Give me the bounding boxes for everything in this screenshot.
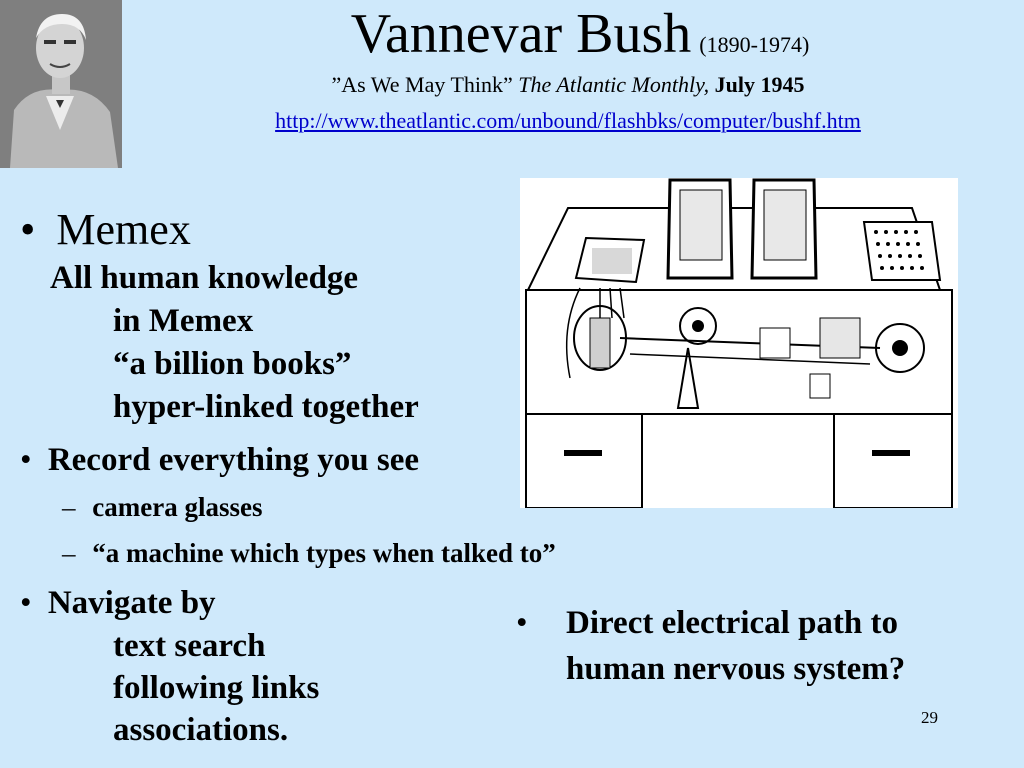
bullet-dot: • xyxy=(20,205,36,254)
article-link[interactable]: http://www.theatlantic.com/unbound/flash… xyxy=(275,108,861,133)
record-label: Record everything you see xyxy=(47,442,419,478)
memex-line-4: hyper-linked together xyxy=(113,389,419,425)
memex-desk-illustration xyxy=(520,178,958,509)
memex-line-2: in Memex xyxy=(113,303,254,339)
article-quote: ”As We May Think” xyxy=(331,72,513,97)
article-citation: ”As We May Think” The Atlantic Monthly, … xyxy=(160,70,976,100)
navigate-line-2: following links xyxy=(113,670,320,706)
vannevar-bush-portrait xyxy=(0,0,122,168)
navigate-line-3: associations. xyxy=(113,712,289,748)
sub-dash: – xyxy=(62,492,76,522)
bullet-dot: • xyxy=(516,605,528,641)
bullet-record: • Record everything you see xyxy=(20,440,419,480)
direct-path-text: Direct electrical path to human nervous … xyxy=(566,600,905,692)
direct-line-1: Direct electrical path to xyxy=(566,605,898,641)
bullet-direct-path: • xyxy=(516,600,528,646)
memex-line-1: All human knowledge xyxy=(50,260,359,296)
slide-title: Vannevar Bush (1890-1974) xyxy=(230,2,930,66)
slide-number: 29 xyxy=(921,708,938,727)
article-url: http://www.theatlantic.com/unbound/flash… xyxy=(160,106,976,136)
publication-date: July 1945 xyxy=(714,72,805,97)
sub-dash: – xyxy=(62,538,76,568)
bullet-dot: • xyxy=(20,585,32,621)
direct-line-2: human nervous system? xyxy=(566,651,906,687)
sub-camera-text: camera glasses xyxy=(92,492,263,522)
memex-line-3: “a billion books” xyxy=(113,346,352,382)
sub-bullet-typing-machine: – “a machine which types when talked to” xyxy=(62,536,556,570)
publication-name: The Atlantic Monthly, xyxy=(518,72,710,97)
bullet-navigate: • Navigate by xyxy=(20,582,216,624)
title-name: Vannevar Bush xyxy=(350,3,692,65)
title-years: (1890-1974) xyxy=(699,32,810,57)
navigate-line-1: text search xyxy=(113,628,266,664)
memex-label: Memex xyxy=(56,205,191,254)
navigate-label: Navigate by xyxy=(47,585,216,621)
sub-typing-text: “a machine which types when talked to” xyxy=(92,538,556,568)
bullet-dot: • xyxy=(20,442,32,478)
bullet-memex: • Memex xyxy=(20,204,191,256)
sub-bullet-camera: – camera glasses xyxy=(62,490,262,524)
